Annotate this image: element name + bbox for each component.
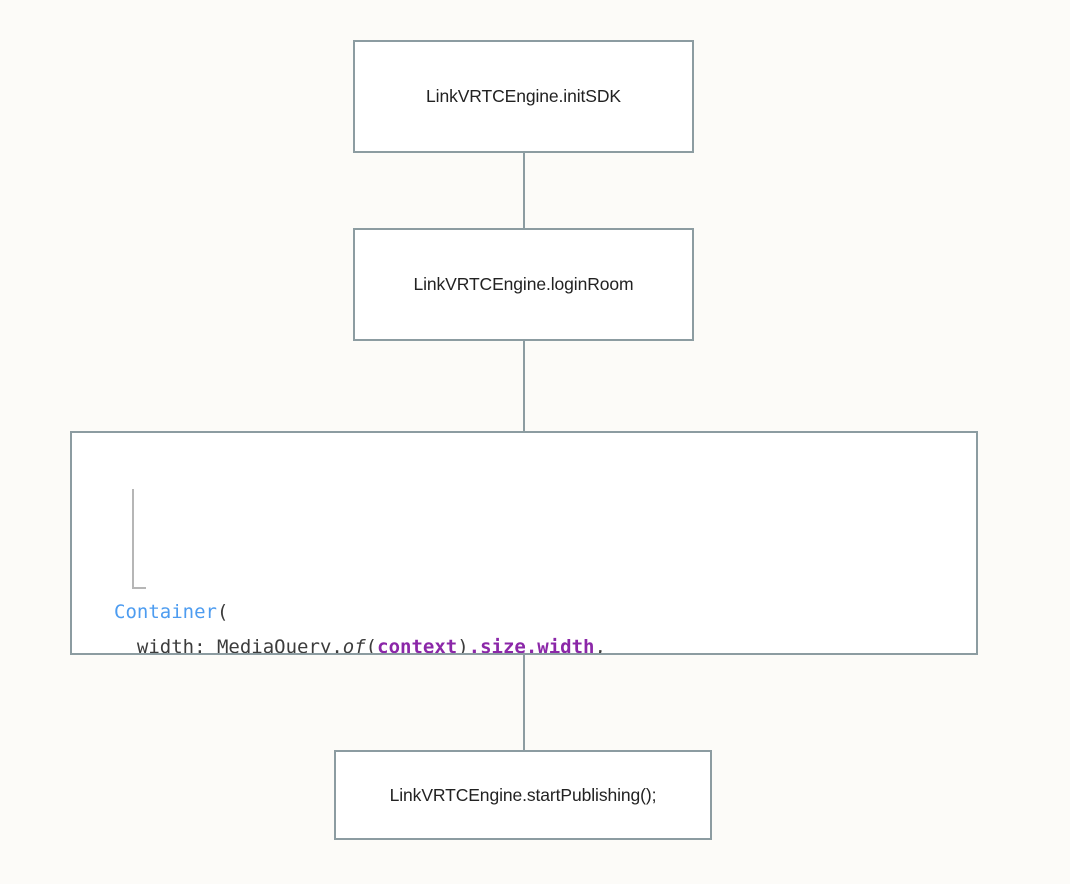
line-width: width: MediaQuery.of(context).size.width…: [114, 630, 976, 655]
connector-init-to-login: [523, 152, 525, 228]
code-token-plain: ): [457, 636, 469, 655]
code-token-ital: of: [342, 636, 366, 655]
code-token-type: Container: [114, 601, 217, 623]
tree-guide-rail: [132, 489, 134, 587]
node-start-publishing-label: LinkVRTCEngine.startPublishing();: [389, 784, 657, 805]
line-container: Container(: [114, 595, 976, 630]
connector-code-to-publish: [523, 655, 525, 750]
connector-login-to-code: [523, 341, 525, 431]
node-login-room-label: LinkVRTCEngine.loginRoom: [413, 274, 634, 294]
code-token-plain: (: [365, 636, 378, 655]
tree-guide-elbow: [132, 587, 146, 589]
node-init-sdk[interactable]: LinkVRTCEngine.initSDK: [353, 40, 694, 153]
node-start-publishing[interactable]: LinkVRTCEngine.startPublishing();: [334, 750, 712, 840]
code-token-plain: ,: [594, 636, 606, 655]
node-login-room[interactable]: LinkVRTCEngine.loginRoom: [353, 228, 694, 341]
code-token-plain: width: MediaQuery.: [114, 636, 343, 655]
code-token-prop: .size.width: [468, 636, 595, 655]
code-token-prop: context: [377, 636, 458, 655]
node-init-sdk-label: LinkVRTCEngine.initSDK: [426, 86, 621, 106]
node-code-block[interactable]: Container( width: MediaQuery.of(context)…: [70, 431, 978, 655]
code-token-plain: (: [216, 601, 229, 623]
code-lines: Container( width: MediaQuery.of(context)…: [114, 595, 976, 655]
code-content: Container( width: MediaQuery.of(context)…: [72, 455, 976, 655]
